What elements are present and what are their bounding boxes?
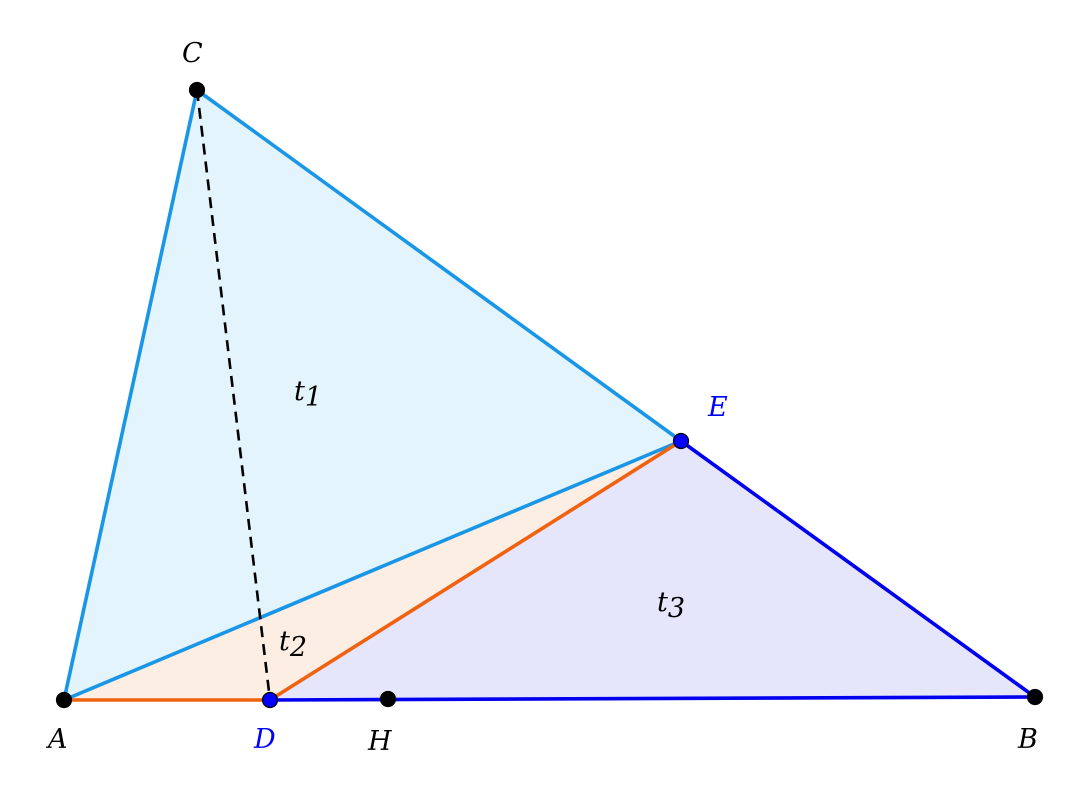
- label-h: H: [367, 726, 392, 757]
- label-t1: t1: [294, 376, 322, 413]
- label-t3: t3: [657, 587, 685, 624]
- label-t2: t2: [279, 626, 307, 663]
- segment-de: [268, 439, 683, 702]
- label-c: C: [182, 38, 203, 69]
- point-b: [1026, 688, 1044, 706]
- segment-cd-dashed: [195, 89, 272, 701]
- point-h: [379, 690, 397, 708]
- point-e: [672, 432, 690, 450]
- point-a: [55, 691, 73, 709]
- segment-db: [268, 695, 1037, 702]
- segment-ae: [62, 439, 683, 702]
- point-c: [188, 81, 206, 99]
- segment-eb: [679, 439, 1037, 699]
- region-t1: [64, 90, 681, 700]
- label-a: A: [45, 724, 68, 755]
- label-b: B: [1017, 724, 1038, 755]
- segment-ce: [195, 88, 683, 443]
- label-e: E: [707, 392, 728, 423]
- point-d: [261, 691, 279, 709]
- segment-ac: [62, 88, 199, 702]
- region-t3: [270, 441, 1035, 700]
- label-d: D: [253, 724, 276, 755]
